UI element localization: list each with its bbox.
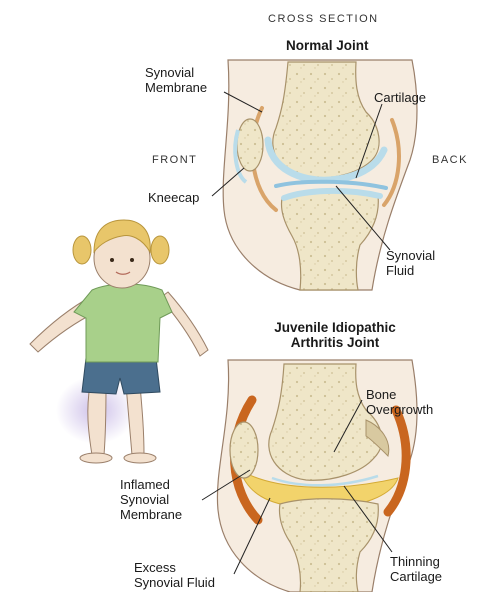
label-excess-fluid: Excess Synovial Fluid (134, 560, 215, 590)
label-synovial-membrane-line1: Synovial (145, 65, 207, 80)
label-synovial-fluid-line1: Synovial (386, 248, 435, 263)
label-bone-overgrowth-line1: Bone (366, 387, 433, 402)
label-synovial-fluid-line2: Fluid (386, 263, 435, 278)
cross-section-heading: CROSS SECTION (268, 12, 379, 27)
label-inflamed-line1: Inflamed (120, 477, 182, 492)
label-excess-line1: Excess (134, 560, 215, 575)
label-thinning-line1: Thinning (390, 554, 442, 569)
label-thinning-cartilage: Thinning Cartilage (390, 554, 442, 584)
jia-title-line2: Arthritis Joint (250, 335, 420, 350)
jia-title-line1: Juvenile Idiopathic (250, 320, 420, 335)
label-bone-overgrowth-line2: Overgrowth (366, 402, 433, 417)
jia-kneecap (230, 422, 258, 478)
label-synovial-fluid: Synovial Fluid (386, 248, 435, 278)
child-shirt (74, 284, 172, 362)
label-front: FRONT (152, 153, 197, 168)
label-inflamed-line2: Synovial (120, 492, 182, 507)
label-inflamed-membrane: Inflamed Synovial Membrane (120, 477, 182, 522)
label-thinning-line2: Cartilage (390, 569, 442, 584)
child-figure (30, 220, 208, 463)
label-back: BACK (432, 153, 468, 168)
label-inflamed-line3: Membrane (120, 507, 182, 522)
jia-joint-title: Juvenile Idiopathic Arthritis Joint (250, 320, 420, 350)
label-bone-overgrowth: Bone Overgrowth (366, 387, 433, 417)
label-excess-line2: Synovial Fluid (134, 575, 215, 590)
label-cartilage: Cartilage (374, 90, 426, 105)
label-synovial-membrane-line2: Membrane (145, 80, 207, 95)
label-kneecap: Kneecap (148, 190, 199, 205)
normal-kneecap (237, 119, 263, 171)
normal-joint-title: Normal Joint (286, 38, 369, 53)
label-synovial-membrane: Synovial Membrane (145, 65, 207, 95)
